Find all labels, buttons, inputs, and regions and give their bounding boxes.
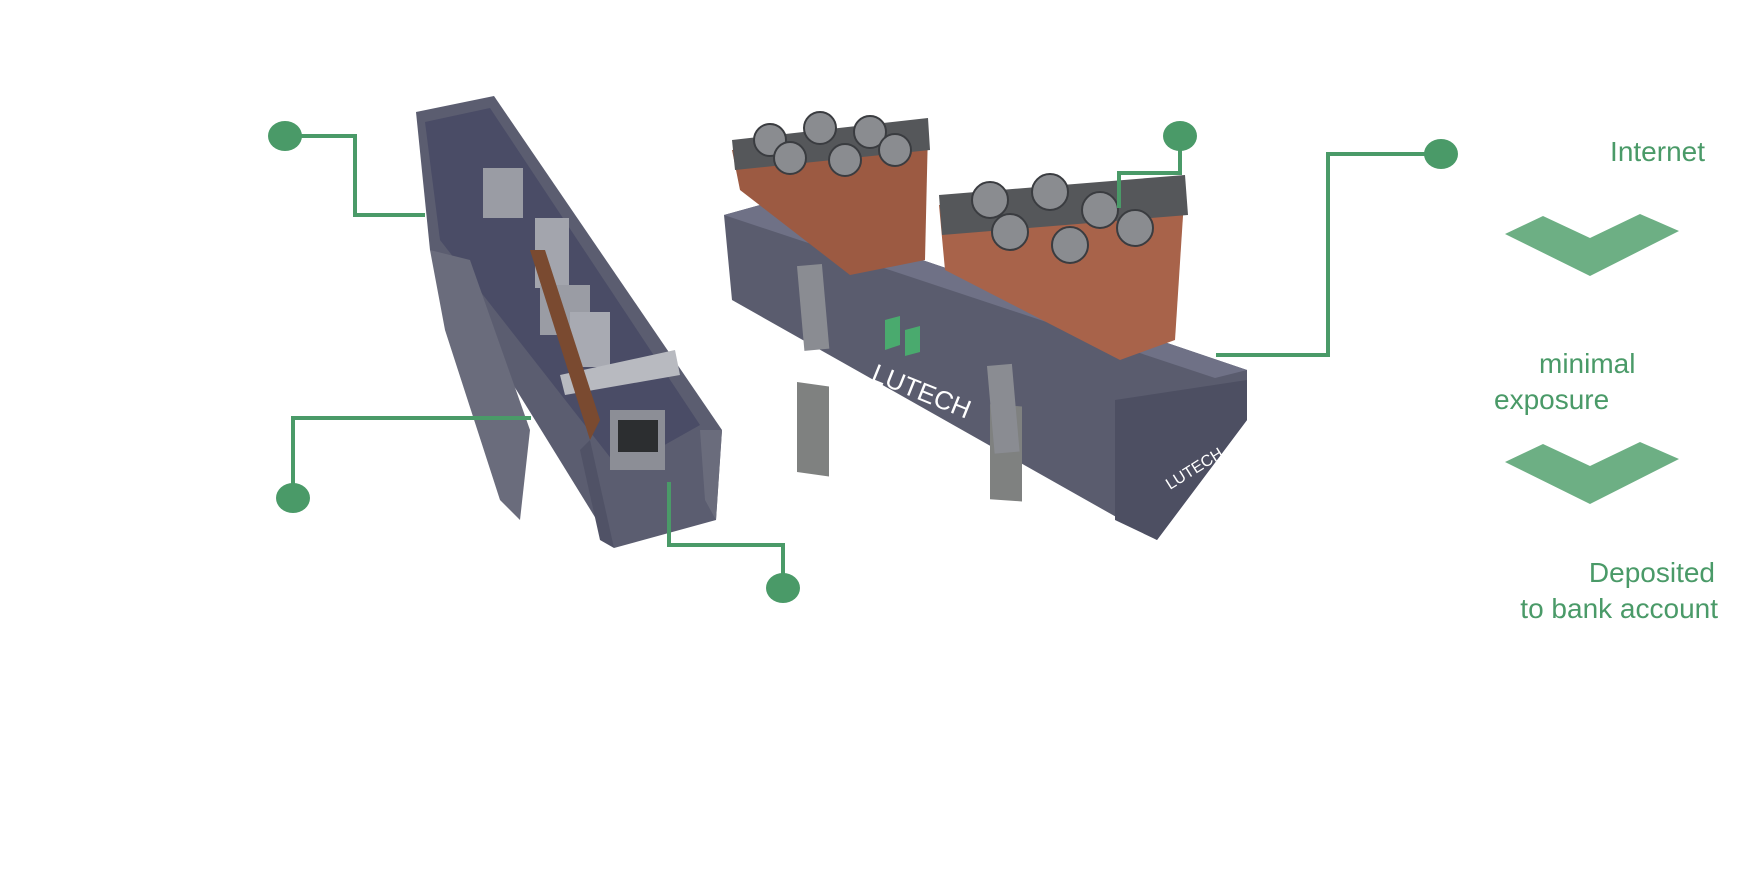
flow-step-deposited: Deposited to bank account (1520, 557, 1718, 624)
callout-dot-1[interactable] (268, 121, 302, 151)
callout-dot-4[interactable] (1163, 121, 1197, 151)
callout-dot-5[interactable] (1424, 139, 1458, 169)
callout-lines (285, 134, 1441, 588)
chevron-down-icon (1505, 214, 1679, 276)
callout-dot-3[interactable] (766, 573, 800, 603)
chevron-down-icon (1505, 442, 1679, 504)
callout-line-1 (285, 134, 425, 217)
cooling-container-illustration: LUTECH LUTECH (724, 111, 1247, 540)
callout-line-4 (1117, 136, 1182, 208)
flow-step-internet: Internet (1610, 136, 1705, 167)
callout-line-5 (1216, 152, 1441, 357)
open-container-illustration (416, 96, 722, 548)
callout-line-3 (667, 482, 785, 588)
callout-dot-2[interactable] (276, 483, 310, 513)
callout-line-2 (291, 416, 531, 498)
flow-step-minimal-exposure: minimal exposure (1494, 348, 1636, 415)
